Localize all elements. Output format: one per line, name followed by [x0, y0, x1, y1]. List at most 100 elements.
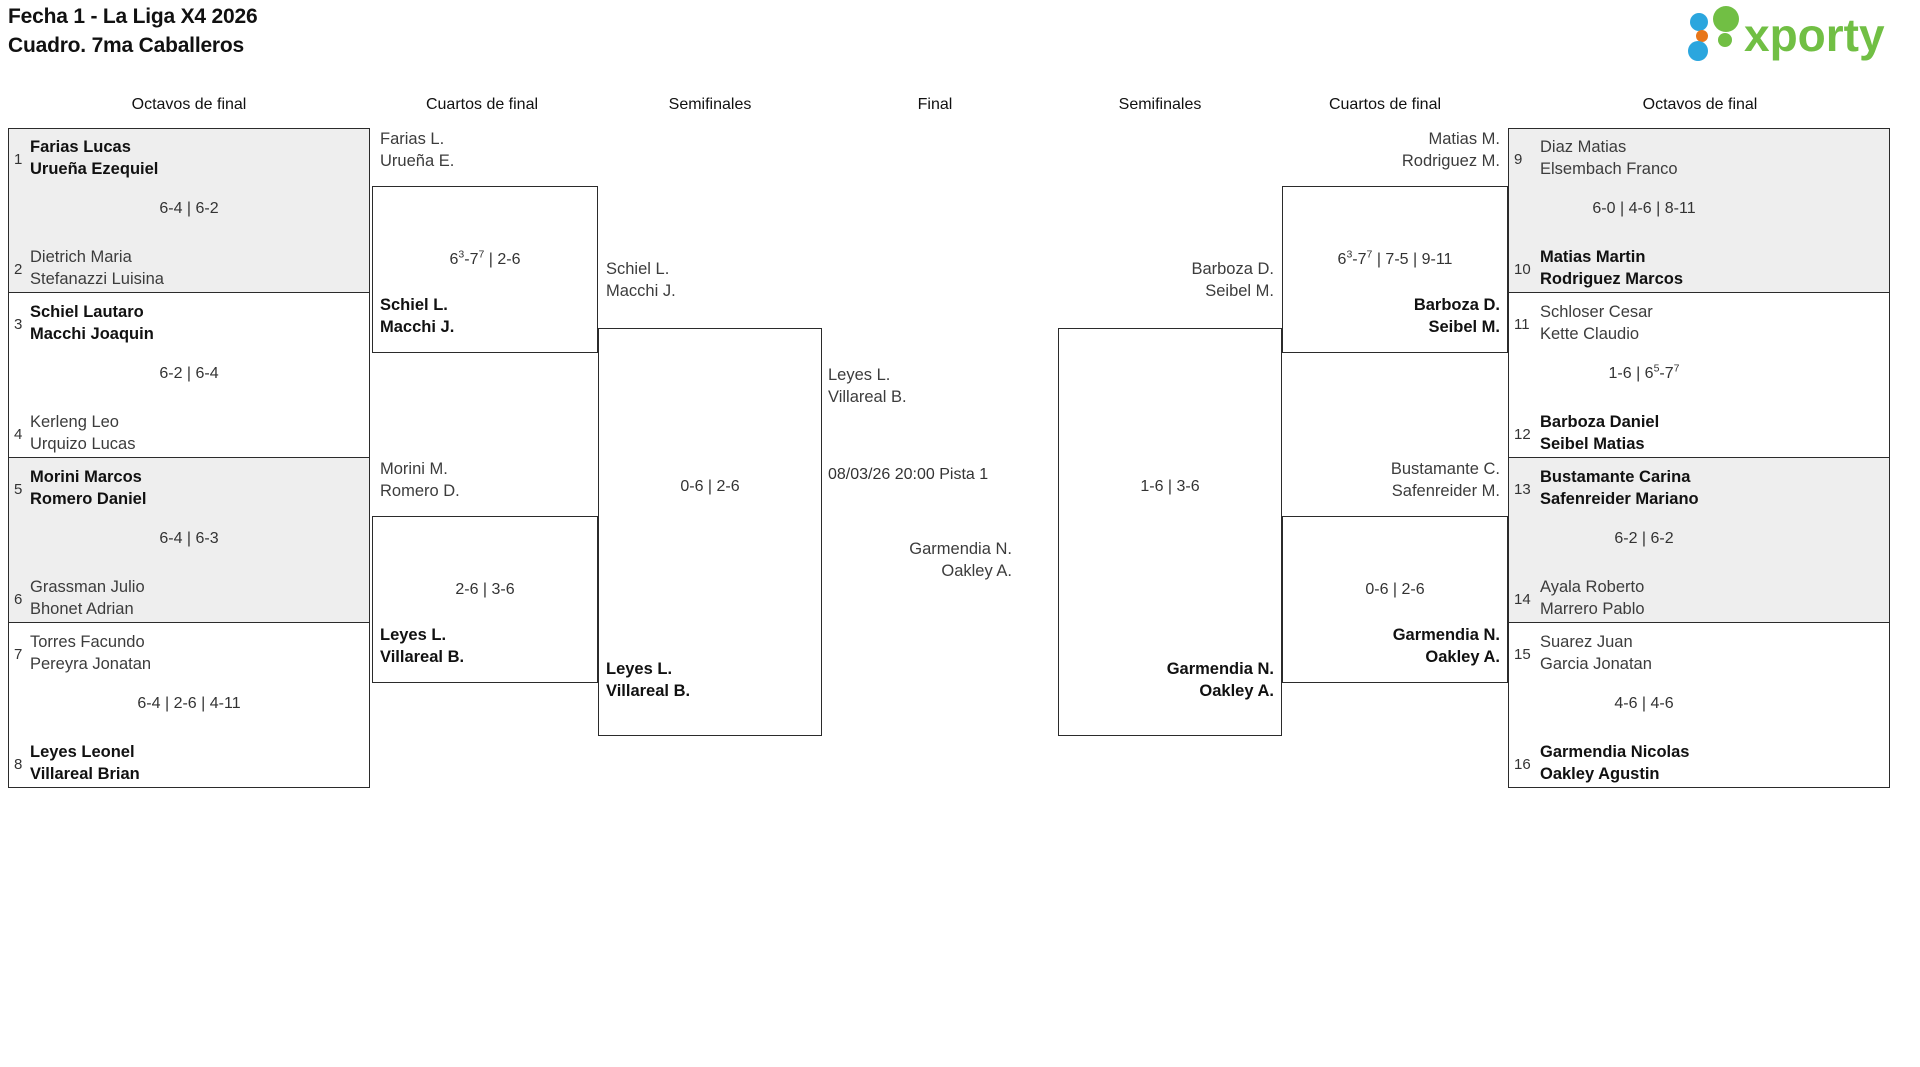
team-name-top-2: Romero D. [380, 482, 460, 500]
team-name-bottom-1: Garmendia Nicolas [1540, 743, 1690, 761]
team-name-bottom-1: Leyes L. [606, 660, 673, 678]
team-name-top-2: Urueña Ezequiel [30, 160, 159, 178]
seed-number: 6 [14, 591, 23, 608]
team-name-top-1: Schiel Lautaro [30, 303, 144, 321]
team-name-top-2: Seibel M. [1205, 282, 1274, 300]
final-team-bottom-1: Garmendia N. [909, 540, 1012, 558]
match-box-left-qf-2[interactable] [372, 516, 598, 683]
team-name-bottom-1: Schiel L. [380, 296, 448, 314]
match-box-right-qf-2[interactable] [1282, 516, 1508, 683]
round-heading-left-sf: Semifinales [668, 96, 752, 113]
seed-number: 7 [14, 646, 23, 663]
match-score: 2-6 | 3-6 [455, 581, 515, 598]
match-box-right-r16-1[interactable] [1508, 128, 1890, 293]
team-name-top-2: Macchi Joaquin [30, 325, 154, 343]
team-name-top-2: Elsembach Franco [1540, 160, 1678, 178]
final-team-top-2: Villareal B. [828, 388, 907, 406]
team-name-top-1: Suarez Juan [1540, 633, 1633, 651]
match-box-right-sf-1[interactable] [1058, 328, 1282, 736]
team-name-top-1: Farias L. [380, 130, 445, 148]
match-score: 0-6 | 2-6 [1365, 581, 1425, 598]
team-name-top-2: Safenreider Mariano [1540, 490, 1699, 508]
page-title: Fecha 1 - La Liga X4 2026 Cuadro. 7ma Ca… [8, 2, 258, 60]
seed-number: 14 [1514, 591, 1531, 608]
match-score: 4-6 | 4-6 [1614, 695, 1674, 712]
match-box-left-r16-1[interactable] [8, 128, 370, 293]
team-name-bottom-2: Marrero Pablo [1540, 600, 1645, 618]
match-box-right-r16-4[interactable] [1508, 623, 1890, 788]
match-box-right-qf-1[interactable] [1282, 186, 1508, 353]
team-name-bottom-2: Seibel Matias [1540, 435, 1645, 453]
seed-number: 10 [1514, 261, 1531, 278]
team-name-bottom-1: Leyes L. [380, 626, 447, 644]
team-name-bottom-2: Oakley A. [1199, 682, 1274, 700]
match-box-right-r16-3[interactable] [1508, 458, 1890, 623]
match-score: 6-2 | 6-4 [159, 365, 219, 382]
match-box-left-r16-3[interactable] [8, 458, 370, 623]
team-name-top-1: Farias Lucas [30, 138, 131, 156]
round-heading-final: Final [917, 96, 953, 113]
round-heading-left-qf: Cuartos de final [425, 96, 539, 113]
match-box-left-r16-4[interactable] [8, 623, 370, 788]
title-line-1: Fecha 1 - La Liga X4 2026 [8, 5, 258, 28]
match-box-left-qf-1[interactable] [372, 186, 598, 353]
round-heading-right-r16: Octavos de final [1642, 96, 1758, 113]
match-score: 1-6 | 65-77 [1608, 362, 1680, 382]
team-name-top-2: Romero Daniel [30, 490, 147, 508]
team-name-top-2: Pereyra Jonatan [30, 655, 152, 673]
seed-number: 3 [14, 316, 23, 333]
match-score: 6-4 | 6-3 [159, 530, 219, 547]
page-header: Fecha 1 - La Liga X4 2026 Cuadro. 7ma Ca… [0, 0, 1920, 78]
team-name-top-2: Kette Claudio [1540, 325, 1640, 343]
team-name-top-1: Diaz Matias [1540, 138, 1627, 156]
svg-text:xporty: xporty [1744, 9, 1885, 61]
match-score: 6-4 | 6-2 [159, 200, 219, 217]
team-name-bottom-1: Garmendia N. [1392, 626, 1500, 644]
match-score: 1-6 | 3-6 [1140, 478, 1200, 495]
xporty-logo[interactable]: xporty [1682, 6, 1912, 64]
final-team-top-1: Leyes L. [828, 366, 891, 384]
team-name-top-2: Garcia Jonatan [1540, 655, 1652, 673]
team-name-top-1: Schloser Cesar [1540, 303, 1653, 321]
team-name-bottom-2: Villareal B. [380, 648, 465, 666]
final-team-bottom-2: Oakley A. [941, 562, 1012, 580]
team-name-bottom-1: Kerleng Leo [30, 413, 119, 431]
round-heading-left-r16: Octavos de final [131, 96, 247, 113]
team-name-bottom-2: Stefanazzi Luisina [30, 270, 164, 288]
team-name-bottom-1: Leyes Leonel [30, 743, 135, 761]
team-name-top-2: Safenreider M. [1391, 482, 1500, 500]
team-name-top-1: Barboza D. [1191, 260, 1274, 278]
final-schedule: 08/03/26 20:00 Pista 1 [828, 466, 989, 483]
seed-number: 5 [14, 481, 23, 498]
match-box-right-r16-2[interactable] [1508, 293, 1890, 458]
team-name-top-1: Matias M. [1428, 130, 1500, 148]
team-name-top-1: Morini Marcos [30, 468, 142, 486]
seed-number: 4 [14, 426, 23, 443]
team-name-top-1: Bustamante C. [1390, 460, 1500, 478]
team-name-top-1: Bustamante Carina [1540, 468, 1691, 486]
team-name-top-2: Macchi J. [606, 282, 676, 300]
match-score: 6-2 | 6-2 [1614, 530, 1674, 547]
team-name-top-1: Morini M. [380, 460, 448, 478]
team-name-bottom-1: Barboza Daniel [1540, 413, 1660, 431]
seed-number: 15 [1514, 646, 1531, 663]
team-name-bottom-2: Seibel M. [1428, 318, 1500, 336]
team-name-bottom-2: Villareal B. [606, 682, 691, 700]
match-score: 0-6 | 2-6 [680, 478, 740, 495]
team-name-bottom-1: Barboza D. [1413, 296, 1500, 314]
seed-number: 8 [14, 756, 23, 773]
match-score: 63-77 | 7-5 | 9-11 [1337, 248, 1453, 268]
team-name-top-1: Schiel L. [606, 260, 670, 278]
seed-number: 11 [1514, 316, 1530, 333]
team-name-bottom-1: Dietrich Maria [30, 248, 132, 266]
team-name-bottom-1: Grassman Julio [30, 578, 145, 596]
team-name-bottom-1: Matias Martin [1540, 248, 1646, 266]
match-score: 63-77 | 2-6 [449, 248, 521, 268]
match-box-left-r16-2[interactable] [8, 293, 370, 458]
match-box-left-sf-1[interactable] [598, 328, 822, 736]
seed-number: 13 [1514, 481, 1531, 498]
seed-number: 1 [14, 151, 23, 168]
seed-number: 12 [1514, 426, 1531, 443]
seed-number: 9 [1514, 151, 1523, 168]
